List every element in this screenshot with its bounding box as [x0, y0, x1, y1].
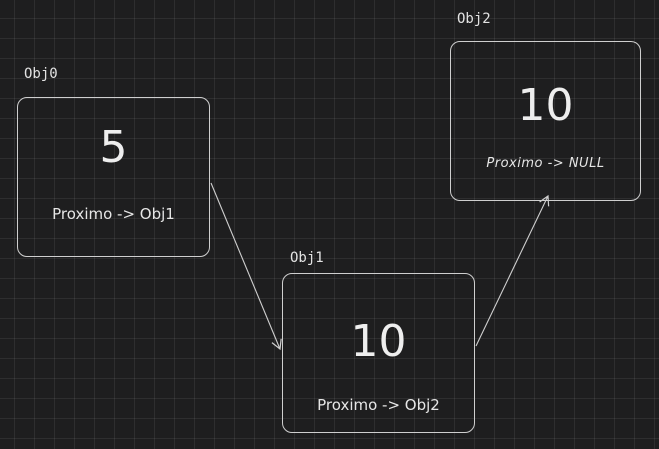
- node-next-pointer: Proximo -> NULL: [486, 156, 605, 171]
- node-next-pointer: Proximo -> Obj1: [52, 205, 175, 223]
- node-obj1[interactable]: 10 Proximo -> Obj2: [282, 273, 475, 433]
- node-obj0[interactable]: 5 Proximo -> Obj1: [17, 97, 210, 257]
- node-value: 10: [517, 80, 574, 131]
- node-label-obj0: Obj0: [24, 66, 58, 82]
- node-value: 10: [350, 316, 407, 367]
- node-obj2[interactable]: 10 Proximo -> NULL: [450, 41, 641, 201]
- node-label-obj2: Obj2: [457, 11, 491, 27]
- node-label-obj1: Obj1: [290, 250, 324, 266]
- arrow-obj1-to-obj2: [475, 194, 550, 347]
- node-value: 5: [99, 122, 128, 173]
- node-next-pointer: Proximo -> Obj2: [317, 396, 440, 414]
- arrow-obj0-to-obj1: [210, 182, 282, 351]
